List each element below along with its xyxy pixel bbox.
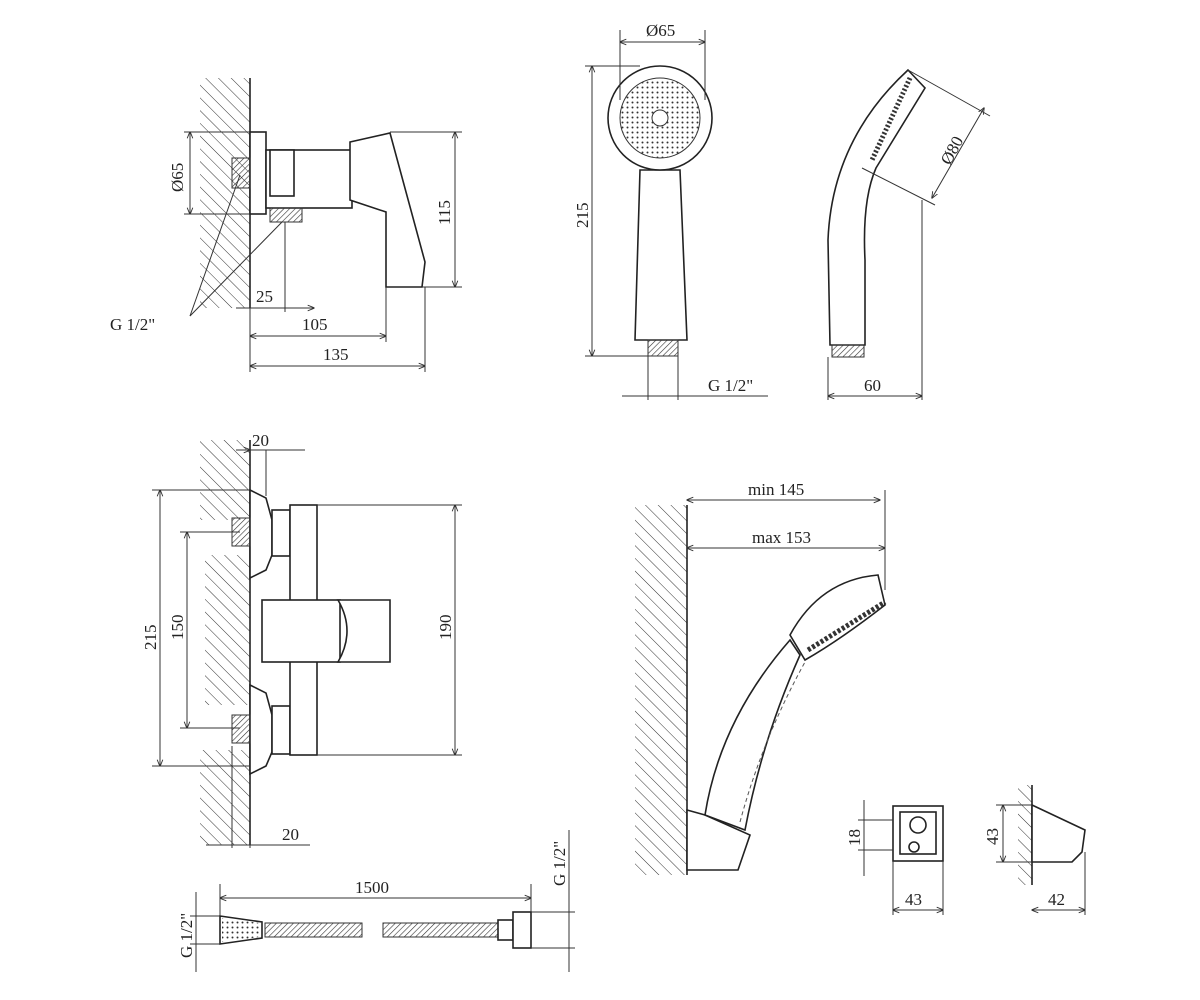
wall-hatch xyxy=(635,505,687,875)
wall-hatch-top xyxy=(200,440,250,520)
dim-d80: Ø80 xyxy=(937,133,968,168)
wall-hatch-middle xyxy=(205,555,250,705)
handle xyxy=(336,599,391,663)
handshower-body xyxy=(704,638,801,832)
escutcheon-bottom xyxy=(249,683,273,776)
hose-fitting xyxy=(512,911,532,949)
thread-label: G 1/2" xyxy=(110,315,155,334)
wall-hatch xyxy=(200,78,250,308)
handshower-front-view: Ø65 215 G 1/2" xyxy=(573,21,768,400)
dim-43: 43 xyxy=(905,890,922,909)
dim-115: 115 xyxy=(435,200,454,225)
dim-42: 42 xyxy=(1048,890,1065,909)
thread xyxy=(647,339,679,357)
mixer-side-view: Ø65 115 25 105 135 G 1/2" xyxy=(110,78,462,372)
spray-head xyxy=(789,574,886,662)
hose-segment-right xyxy=(382,922,499,938)
hose-cone-grip xyxy=(222,918,260,942)
handshower-in-holder: min 145 max 153 xyxy=(635,480,887,875)
dim-top20: 20 xyxy=(252,431,269,450)
thread-label-left: G 1/2" xyxy=(177,913,196,958)
hose-segment-left xyxy=(264,922,363,938)
lever xyxy=(349,132,426,288)
dim-max153: max 153 xyxy=(752,528,811,547)
escutcheon xyxy=(249,131,267,215)
dim-1500: 1500 xyxy=(355,878,389,897)
dim-215: 215 xyxy=(141,625,160,651)
handshower-body xyxy=(634,169,688,341)
spray-head-edge xyxy=(869,76,913,162)
dim-d65: Ø65 xyxy=(168,163,187,192)
thread-label-right: G 1/2" xyxy=(550,841,569,886)
holder-bracket xyxy=(686,808,751,871)
thread xyxy=(831,344,865,358)
bracket-front-view: 18 43 xyxy=(845,800,944,915)
dim-105: 105 xyxy=(302,315,328,334)
handshower-profile xyxy=(827,68,927,346)
dim-bottom20: 20 xyxy=(282,825,299,844)
nozzle-row xyxy=(806,599,887,653)
handshower-side-view: Ø80 60 xyxy=(827,68,991,400)
inlet-nut-bottom xyxy=(271,705,291,755)
wall-hatch-bottom xyxy=(200,750,250,845)
wall-hatch xyxy=(1018,785,1032,885)
escutcheon-top xyxy=(249,488,273,580)
hose-nut xyxy=(497,919,514,941)
dim-215: 215 xyxy=(573,203,592,229)
dim-d65: Ø65 xyxy=(646,21,675,40)
dim-25: 25 xyxy=(256,287,273,306)
inlet-nut-top xyxy=(271,509,291,557)
thread-label: G 1/2" xyxy=(708,376,753,395)
hose-view: 1500 G 1/2" G 1/2" xyxy=(177,830,575,972)
dim-18: 18 xyxy=(845,829,864,846)
cartridge xyxy=(261,599,341,663)
thread-outlet xyxy=(269,207,303,223)
dim-135: 135 xyxy=(323,345,349,364)
dim-min145: min 145 xyxy=(748,480,804,499)
dim-43: 43 xyxy=(983,828,1002,845)
nut xyxy=(269,149,295,197)
dim-190: 190 xyxy=(436,615,455,641)
hidden-outline xyxy=(739,661,806,823)
thread-inlet xyxy=(231,157,251,189)
dim-150: 150 xyxy=(168,615,187,641)
bracket-profile xyxy=(1031,803,1086,863)
bracket-side-view: 43 42 xyxy=(983,785,1086,915)
mixer-front-view: 20 215 150 190 20 xyxy=(141,431,462,848)
dim-60: 60 xyxy=(864,376,881,395)
thread-bottom xyxy=(231,714,251,744)
